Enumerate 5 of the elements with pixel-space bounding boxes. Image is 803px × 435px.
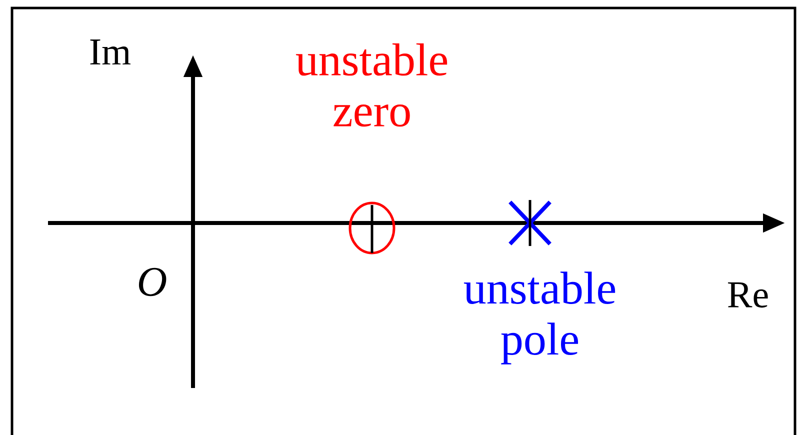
axis-label: unstable zero [296,43,448,127]
axis-label: Im [90,40,131,64]
axis-label: O [138,268,166,296]
axis-label: unstable pole [464,272,616,364]
axis-label: Re [728,282,768,308]
